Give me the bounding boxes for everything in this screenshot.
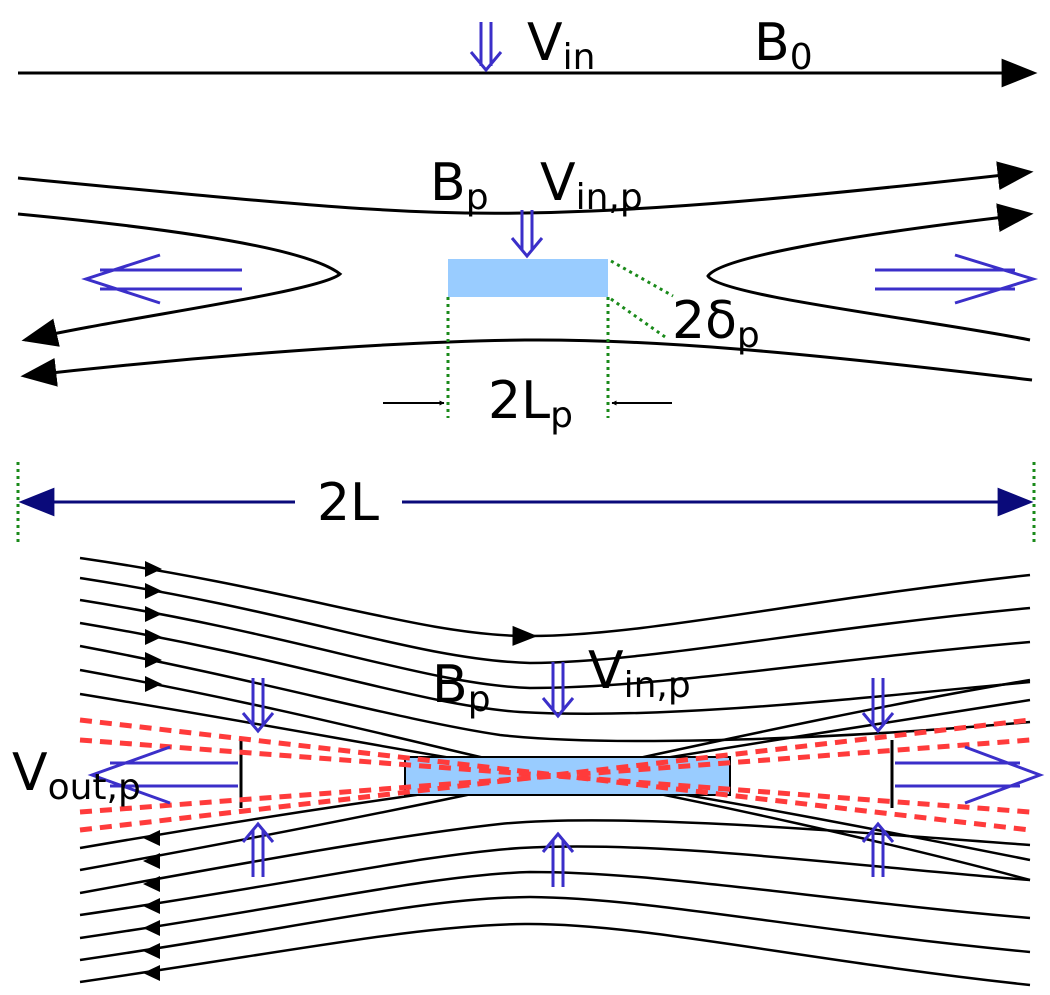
label-vin: Vin bbox=[527, 13, 595, 78]
guide-lines-top bbox=[446, 259, 674, 418]
field-line-lower-d bbox=[79, 895, 1031, 962]
inflow-arrow-vin bbox=[469, 22, 503, 73]
label-vinp-top: Vin,p bbox=[540, 153, 643, 218]
label-vout-p: Vout,p bbox=[12, 743, 141, 808]
dimension-2l bbox=[16, 462, 1036, 542]
outflow-arrow-right bbox=[875, 253, 1039, 305]
inflow-arrow-vinp-top bbox=[510, 210, 544, 259]
field-line-upper-d bbox=[79, 621, 1031, 716]
field-line-upper-1 bbox=[17, 161, 1034, 215]
label-2l: 2L bbox=[317, 473, 379, 533]
current-sheet-layer bbox=[448, 259, 608, 297]
field-line-lower-e bbox=[79, 922, 1031, 987]
field-line-upper-b bbox=[79, 576, 1031, 665]
field-line-lower-b bbox=[79, 845, 1031, 917]
label-vinp-bottom: Vin,p bbox=[588, 641, 691, 706]
field-line-upper-2 bbox=[17, 212, 343, 347]
outflow-arrow-vout-right bbox=[895, 745, 1045, 805]
field-line-upper-3 bbox=[706, 203, 1034, 342]
panel-sweet-parker-local bbox=[17, 161, 1034, 387]
field-line-upper-a bbox=[79, 556, 1031, 646]
outflow-arrow-vout-left bbox=[87, 745, 238, 805]
inflow-arrows-bottom bbox=[241, 821, 895, 887]
field-direction-arrowheads bbox=[143, 561, 162, 981]
field-line-upper-c bbox=[79, 598, 1031, 690]
panel-sweet-parker-global: Vin B0 bbox=[18, 13, 1038, 88]
label-bp-bottom: Bp bbox=[432, 655, 491, 720]
field-line-upper-e bbox=[79, 644, 1031, 743]
label-2delta-p: 2δp bbox=[672, 291, 760, 356]
label-2lp: 2Lp bbox=[488, 371, 573, 436]
outflow-arrow-left bbox=[81, 253, 242, 305]
label-b0: B0 bbox=[754, 13, 813, 78]
field-line-lower-1 bbox=[20, 338, 1033, 387]
label-bp-top: Bp bbox=[430, 153, 489, 218]
field-line-lower-a bbox=[79, 819, 1031, 895]
inflow-arrows-top bbox=[241, 662, 895, 734]
field-line-lower-c bbox=[79, 870, 1031, 940]
